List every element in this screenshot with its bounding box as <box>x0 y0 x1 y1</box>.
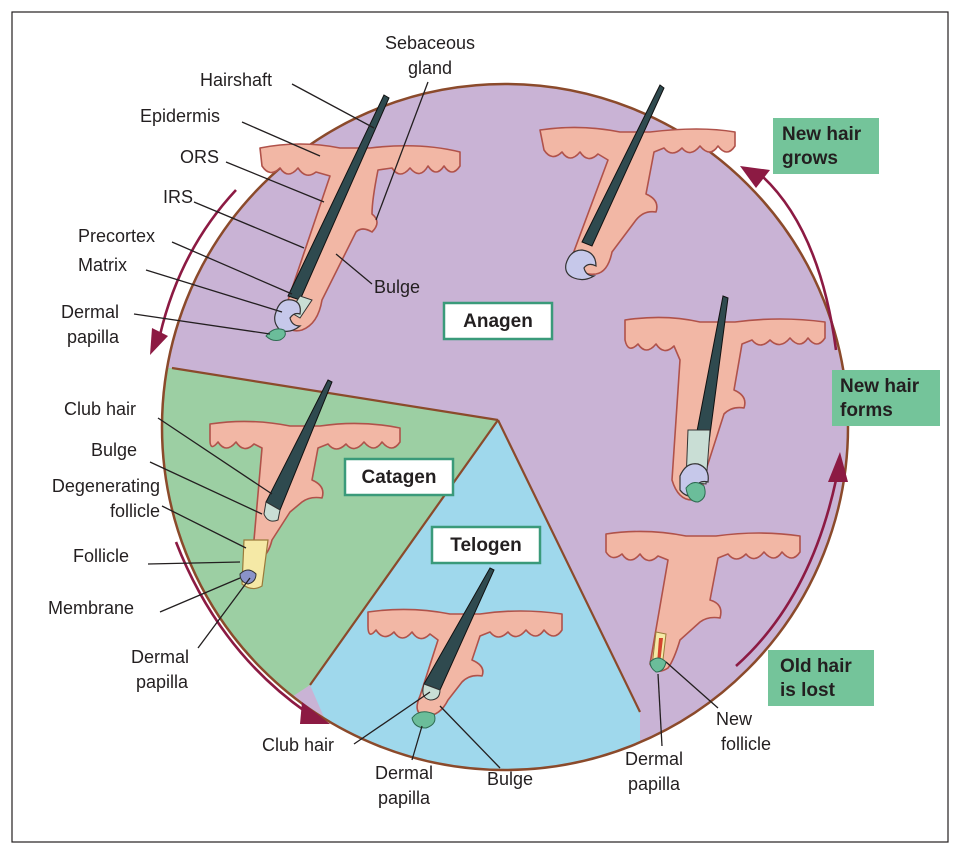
box-old-hair-lost-bg <box>768 650 874 706</box>
phase-label-anagen: Anagen <box>442 301 554 341</box>
label-dermal-papilla-telogen-line1: Dermal <box>375 763 433 783</box>
arrowhead-2 <box>300 702 330 724</box>
circle-border <box>160 82 850 772</box>
phase-label-telogen: Telogen <box>430 525 542 565</box>
label-precortex: Precortex <box>78 226 155 246</box>
anagen-labels: Sebaceous gland Hairshaft Epidermis ORS … <box>61 33 475 347</box>
catagen-labels: Club hair Bulge Degenerating follicle Fo… <box>48 399 273 692</box>
box-new-hair-forms: New hair forms <box>832 370 940 426</box>
telogen-follicle-illustration <box>367 567 563 729</box>
label-dermal-papilla-anagen-line1: Dermal <box>61 302 119 322</box>
arrow-old-hair-lost <box>735 479 838 667</box>
label-epidermis: Epidermis <box>140 106 220 126</box>
cycle-arrows <box>150 166 848 724</box>
old-hair-lost-line2: is lost <box>780 680 836 701</box>
label-new-follicle-line1: New <box>716 709 753 729</box>
arrowhead-3 <box>828 452 848 482</box>
box-old-hair-lost: Old hair is lost <box>768 650 874 706</box>
old-hair-lost-illustration <box>605 530 801 673</box>
label-irs: IRS <box>163 187 193 207</box>
box-new-hair-forms-bg <box>832 370 940 426</box>
box-new-hair-grows-bg <box>773 118 879 174</box>
label-club-hair-telogen: Club hair <box>262 735 334 755</box>
label-dermal-papilla-telogen-line2: papilla <box>378 788 431 808</box>
anagen-follicle-illustration <box>259 94 461 341</box>
new-hair-forms-line1: New hair <box>840 376 920 397</box>
label-dermal-papilla-catagen-line2: papilla <box>136 672 189 692</box>
label-ors: ORS <box>180 147 219 167</box>
label-follicle: Follicle <box>73 546 129 566</box>
new-hair-forms-line2: forms <box>840 400 893 421</box>
new-hair-grows-line1: New hair <box>782 124 862 145</box>
anagen-text: Anagen <box>463 311 533 332</box>
catagen-follicle-illustration <box>209 379 401 590</box>
label-sebaceous-line1: Sebaceous <box>385 33 475 53</box>
label-degenerating-line1: Degenerating <box>52 476 160 496</box>
arrowhead-4 <box>740 166 770 188</box>
new-hair-grows-line2: grows <box>782 148 838 169</box>
old-hair-lost-line1: Old hair <box>780 656 852 677</box>
label-bulge-catagen: Bulge <box>91 440 137 460</box>
catagen-text: Catagen <box>362 467 437 488</box>
label-dermal-papilla-anagen-line2: papilla <box>67 327 120 347</box>
label-sebaceous-line2: gland <box>408 58 452 78</box>
arrow-anagen-to-catagen <box>158 189 237 336</box>
box-new-hair-grows: New hair grows <box>773 118 879 174</box>
telogen-text: Telogen <box>450 535 521 556</box>
label-dermal-papilla-new-line2: papilla <box>628 774 681 794</box>
label-degenerating-line2: follicle <box>110 501 160 521</box>
arrowhead-1 <box>150 328 168 355</box>
label-matrix: Matrix <box>78 255 127 275</box>
new-follicle-labels: New follicle Dermal papilla <box>625 661 771 794</box>
label-club-hair-catagen: Club hair <box>64 399 136 419</box>
arrow-catagen-to-telogen <box>174 541 307 714</box>
label-dermal-papilla-new-line1: Dermal <box>625 749 683 769</box>
label-hairshaft: Hairshaft <box>200 70 272 90</box>
telogen-labels: Club hair Dermal papilla Bulge <box>262 691 533 808</box>
label-bulge-telogen: Bulge <box>487 769 533 789</box>
label-membrane: Membrane <box>48 598 134 618</box>
new-hair-grows-illustration <box>539 84 736 281</box>
label-bulge-anagen: Bulge <box>374 277 420 297</box>
phase-label-catagen: Catagen <box>343 457 455 497</box>
label-dermal-papilla-catagen-line1: Dermal <box>131 647 189 667</box>
arrow-new-hair-forms <box>761 175 838 351</box>
label-new-follicle-line2: follicle <box>721 734 771 754</box>
new-hair-forms-illustration <box>624 295 826 503</box>
